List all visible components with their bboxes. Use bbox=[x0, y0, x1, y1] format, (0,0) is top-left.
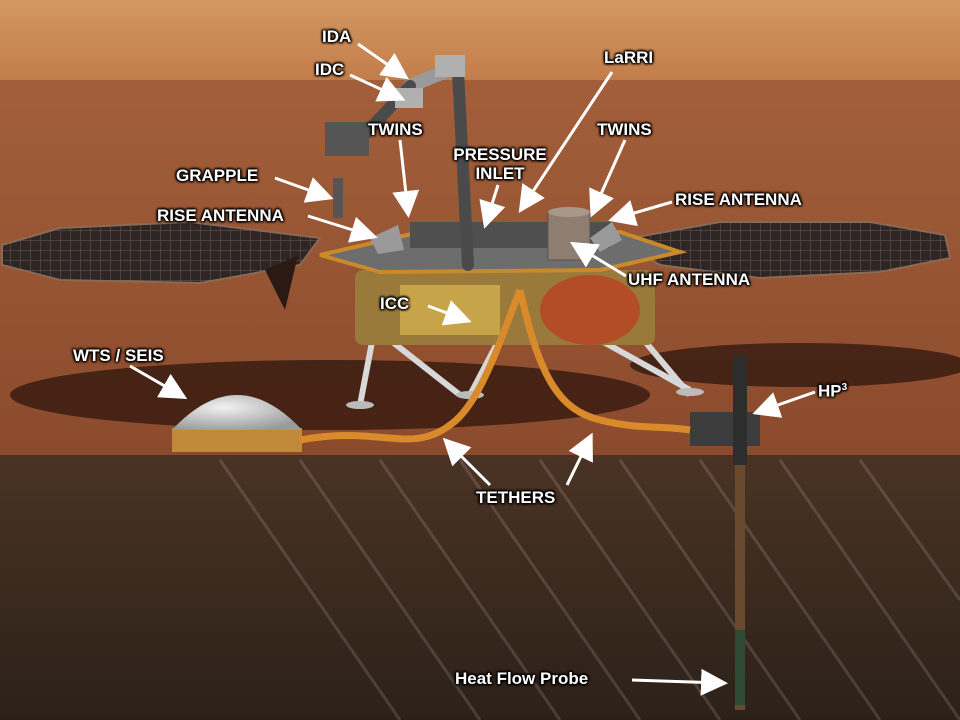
tether-seis bbox=[299, 288, 524, 444]
hp3-instrument bbox=[690, 412, 760, 446]
lander-shadow bbox=[10, 360, 650, 430]
rise-antenna-left-horn bbox=[370, 225, 404, 254]
label-rise-antenna-left: RISE ANTENNA bbox=[157, 206, 284, 225]
label-ida: IDA bbox=[322, 27, 352, 46]
label-hp3: HP3 bbox=[818, 378, 847, 401]
label-hp3-base: HP bbox=[818, 381, 842, 401]
uhf-antenna bbox=[547, 211, 591, 261]
label-hp3-sup: 3 bbox=[841, 382, 848, 393]
subsurface-cutaway bbox=[0, 455, 960, 720]
label-idc: IDC bbox=[315, 60, 345, 79]
label-twins-right: TWINS bbox=[597, 120, 652, 139]
left-solar-array bbox=[0, 220, 322, 285]
wts-seis-dome bbox=[172, 395, 302, 430]
label-larri: LaRRI bbox=[604, 48, 654, 67]
label-pressure-inlet-line2: INLET bbox=[475, 164, 525, 183]
label-wts-seis: WTS / SEIS bbox=[73, 346, 164, 365]
label-heat-flow-probe: Heat Flow Probe bbox=[455, 669, 589, 688]
label-pressure-inlet-line1: PRESSURE bbox=[453, 145, 547, 164]
label-icc: ICC bbox=[380, 294, 410, 313]
label-rise-antenna-right: RISE ANTENNA bbox=[675, 190, 802, 209]
right-solar-array bbox=[617, 221, 952, 280]
tether-hp3 bbox=[516, 289, 691, 434]
grapple-camera-head bbox=[325, 122, 369, 156]
label-pressure-inlet: PRESSURE INLET bbox=[447, 145, 553, 183]
label-uhf-antenna: UHF ANTENNA bbox=[628, 270, 751, 289]
sky bbox=[0, 0, 960, 90]
label-tethers: TETHERS bbox=[476, 488, 556, 507]
heat-flow-probe-shaft bbox=[735, 465, 745, 710]
label-grapple: GRAPPLE bbox=[176, 166, 259, 185]
label-twins-left: TWINS bbox=[368, 120, 423, 139]
